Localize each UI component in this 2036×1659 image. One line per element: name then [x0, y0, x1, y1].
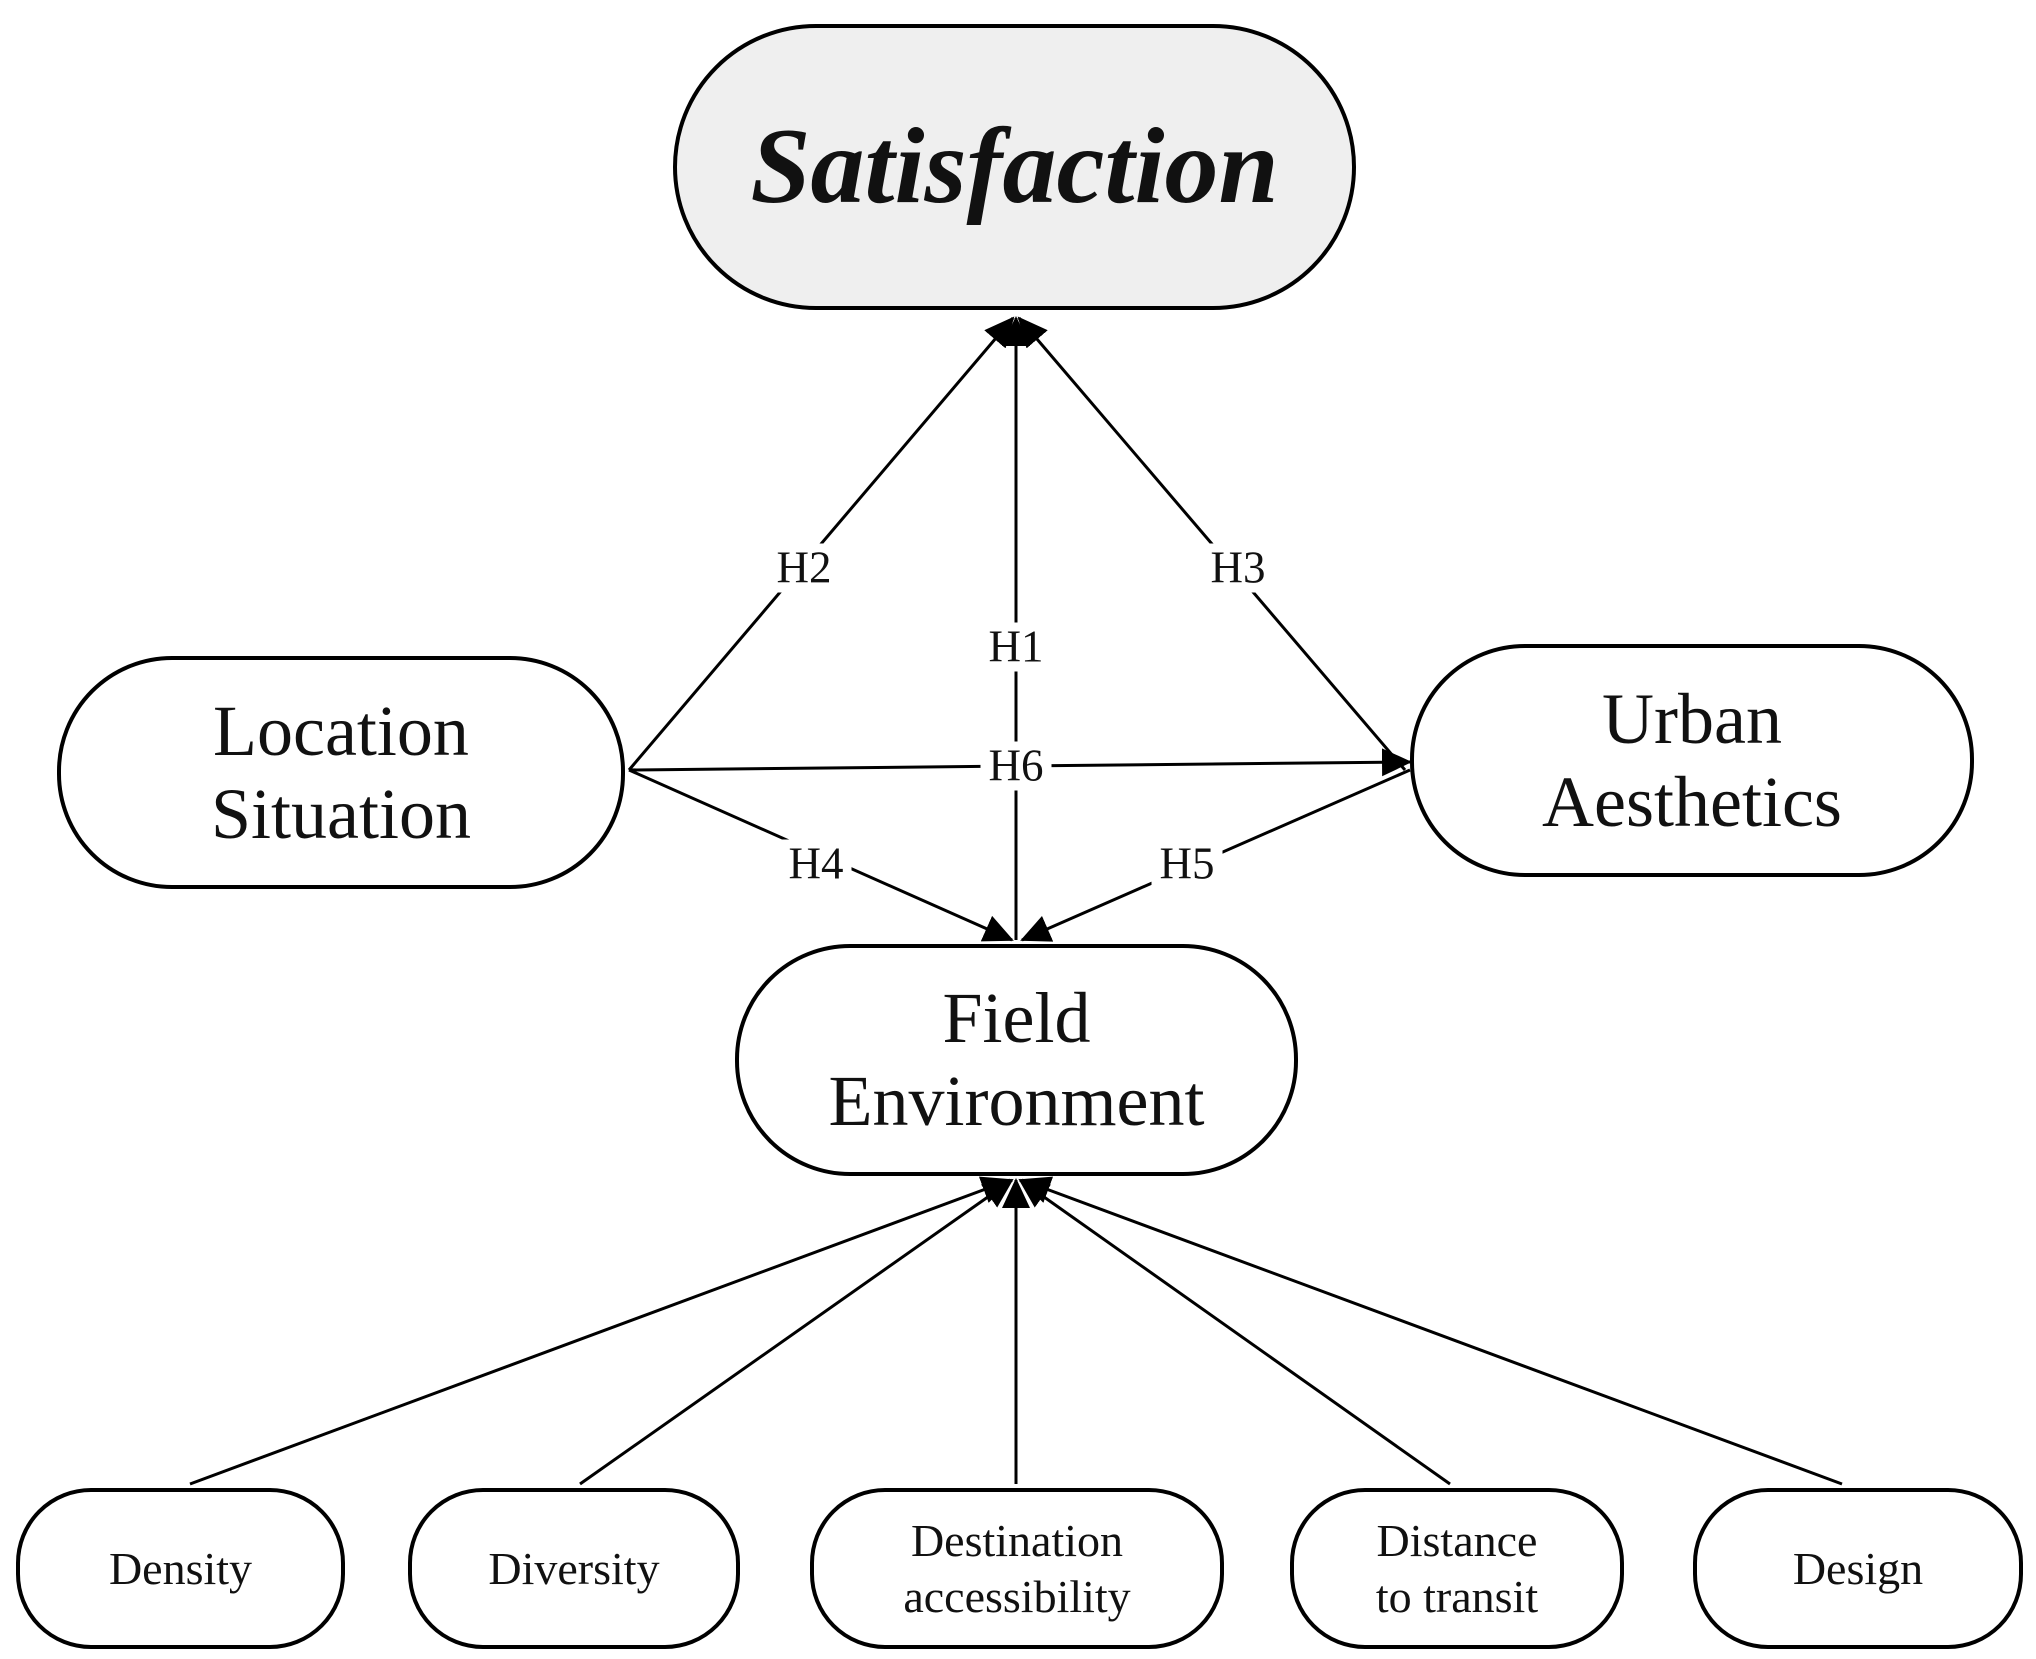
node-distance-to-transit: Distance to transit: [1290, 1488, 1624, 1649]
node-destination-accessibility: Destination accessibility: [810, 1488, 1224, 1649]
node-field-environment: Field Environment: [735, 944, 1298, 1176]
node-diversity: Diversity: [408, 1488, 740, 1649]
hypothesis-label-h3: H3: [1202, 543, 1274, 593]
arrow-density: [189, 1176, 1012, 1486]
hypothesis-label-h4: H4: [780, 839, 852, 889]
arrow-diversity: [579, 1178, 1014, 1486]
hypothesis-label-h1: H1: [980, 622, 1052, 672]
node-location-situation: Location Situation: [57, 656, 625, 889]
node-satisfaction: Satisfaction: [673, 24, 1356, 310]
node-design: Design: [1693, 1488, 2023, 1649]
node-urban-aesthetics: Urban Aesthetics: [1410, 644, 1974, 877]
node-density: Density: [16, 1488, 345, 1649]
hypothesis-label-h6: H6: [980, 741, 1052, 791]
arrow-design: [1020, 1176, 1843, 1486]
hypothesis-label-h2: H2: [768, 543, 840, 593]
arrow-distance-to-transit: [1018, 1178, 1451, 1486]
hypothesis-label-h5: H5: [1151, 839, 1223, 889]
